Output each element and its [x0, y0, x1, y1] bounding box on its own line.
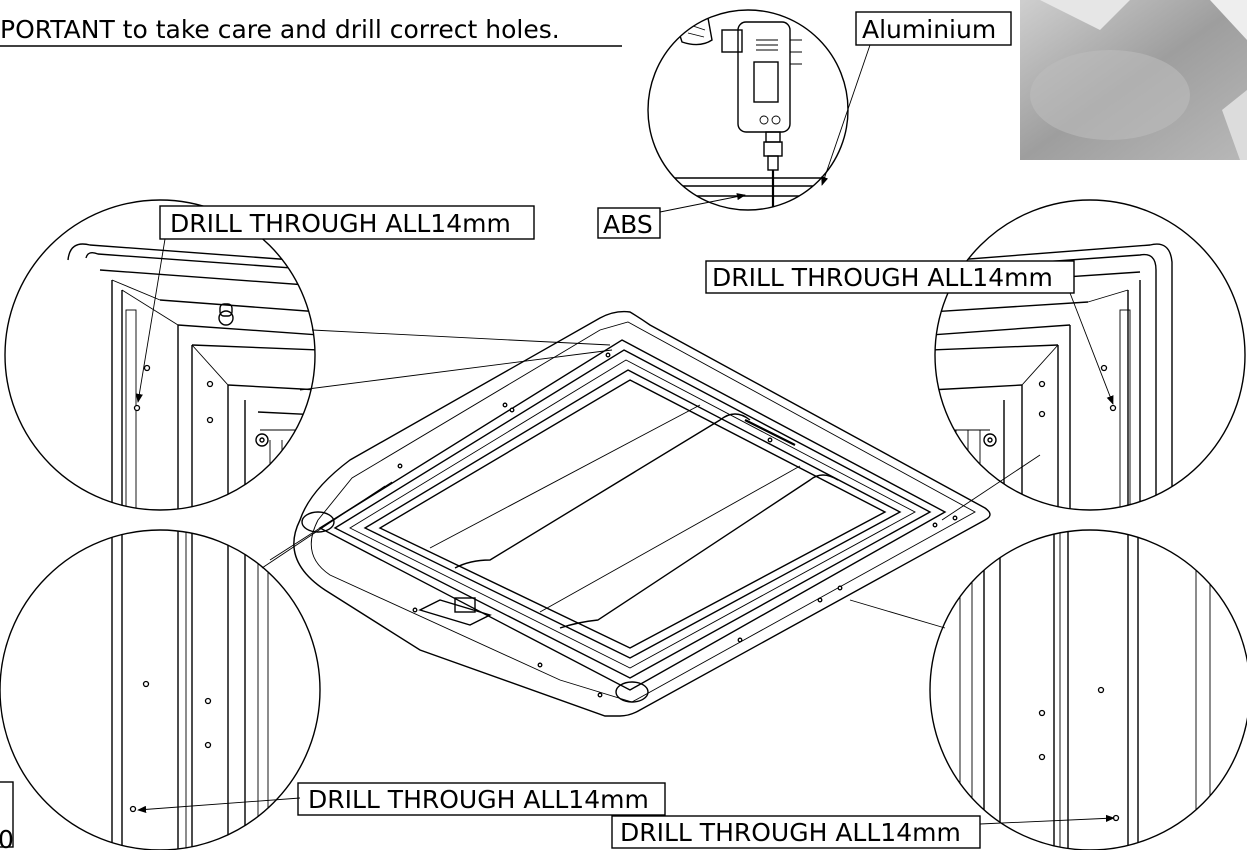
frame-holes [397, 352, 958, 698]
callout-bottom-right-text: DRILL THROUGH ALL14mm [620, 818, 961, 847]
aluminium-label: Aluminium [821, 11, 1012, 186]
frame-assembly [293, 310, 991, 717]
callout-bottom-right: DRILL THROUGH ALL14mm [611, 814, 1115, 849]
detail-circle-top-right [934, 199, 1246, 511]
instruction-text: PORTANT to take care and drill correct h… [0, 15, 560, 44]
callout-bottom-left: DRILL THROUGH ALL14mm [137, 782, 666, 816]
aluminium-text: Aluminium [862, 15, 996, 44]
callout-top-right: DRILL THROUGH ALL14mm [705, 260, 1114, 405]
left-edge-char: 0 [0, 825, 14, 850]
abs-text: ABS [603, 210, 653, 239]
drill-detail [647, 9, 849, 211]
photo-inset [1020, 0, 1247, 160]
callout-top-left: DRILL THROUGH ALL14mm [135, 205, 535, 403]
header-instruction: PORTANT to take care and drill correct h… [0, 15, 622, 47]
leader-lines [261, 329, 1041, 629]
callout-top-right-text: DRILL THROUGH ALL14mm [712, 263, 1053, 292]
detail-circle-top-left [4, 199, 316, 511]
callout-bottom-left-text: DRILL THROUGH ALL14mm [308, 785, 649, 814]
abs-label: ABS [597, 193, 746, 239]
callout-top-left-text: DRILL THROUGH ALL14mm [170, 209, 511, 238]
left-edge-fragment: 0 [0, 781, 14, 850]
detail-circle-bottom-right [929, 529, 1247, 850]
detail-circle-bottom-left [0, 529, 321, 850]
